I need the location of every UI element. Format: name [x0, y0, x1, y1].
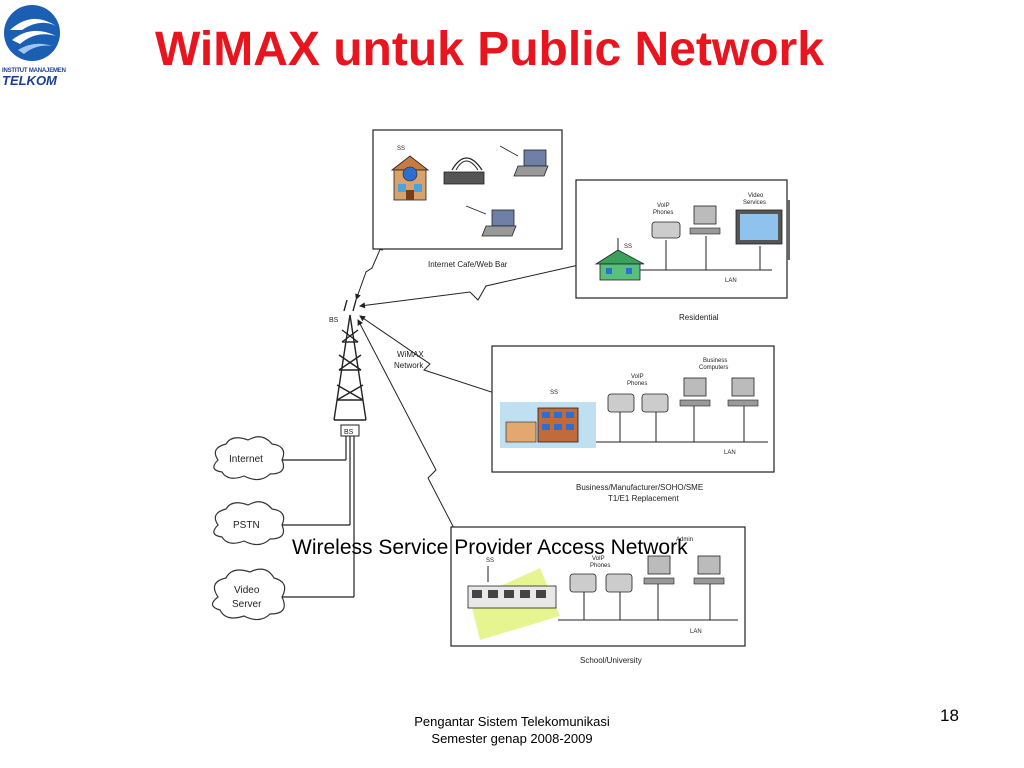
wimax-network-label-1: WiMAX	[397, 350, 424, 359]
pstn-cloud: PSTN	[213, 501, 285, 546]
biz-lan-label: LAN	[724, 450, 736, 456]
school-phone-icons	[569, 573, 633, 593]
school-computer-icons	[643, 555, 725, 585]
biz-caption-1: Business/Manufacturer/SOHO/SME	[576, 483, 703, 492]
res-video-label-1: Video	[748, 193, 764, 199]
telkom-logo: INSTITUT MANAJEMEN TELKOM	[0, 0, 72, 92]
school-caption: School/University	[580, 656, 642, 665]
site-residential: SS VoIP Phones Video Services LA	[575, 179, 790, 322]
biz-building-icon	[500, 402, 596, 448]
slide-footer: Pengantar Sistem Telekomunikasi Semester…	[362, 713, 662, 747]
biz-pc-label-2: Computers	[699, 365, 728, 371]
cafe-laptop-icon-2	[481, 209, 517, 237]
video-label: Video	[234, 585, 260, 596]
biz-lan-lines	[596, 406, 768, 443]
cafe-ss-label: SS	[397, 146, 405, 152]
cafe-links	[465, 145, 519, 215]
internet-label: Internet	[229, 454, 263, 465]
biz-pc-label-1: Business	[703, 358, 727, 364]
cafe-building-icon	[390, 155, 430, 201]
logo-institute-text: INSTITUT MANAJEMEN	[2, 68, 66, 74]
cafe-router-icon	[443, 157, 485, 185]
biz-voip-label-2: Phones	[627, 381, 647, 387]
bs-base-label: BS	[344, 429, 354, 436]
bs-tower	[333, 299, 367, 421]
cafe-caption: Internet Cafe/Web Bar	[428, 260, 508, 269]
res-video-label-2: Services	[743, 200, 766, 206]
res-computer-icon	[689, 205, 721, 235]
res-lan-lines	[640, 236, 772, 271]
server-label: Server	[232, 599, 262, 610]
res-voip-label-2: Phones	[653, 210, 673, 216]
res-phone-icon	[651, 221, 681, 239]
res-voip-label-1: VoIP	[657, 203, 670, 209]
video-server-cloud: Video Server	[211, 568, 286, 621]
site-business: SS VoIP Phones Business Computers	[491, 345, 775, 503]
biz-phone-icons	[607, 393, 669, 413]
res-ss-label: SS	[624, 244, 632, 250]
pstn-label: PSTN	[233, 520, 260, 531]
site-school: SS VoIP Phones Admin	[450, 526, 746, 665]
res-house-icon	[594, 238, 645, 281]
site-internet-cafe: SS Internet Cafe/Web Bar	[372, 129, 563, 269]
res-lan-label: LAN	[725, 278, 737, 284]
school-ss-label: SS	[486, 558, 494, 564]
res-caption: Residential	[679, 313, 719, 322]
school-building-icon	[467, 566, 560, 640]
slide-title: WiMAX untuk Public Network	[155, 23, 824, 76]
footer-semester: Semester genap 2008-2009	[431, 731, 593, 746]
internet-cloud: Internet	[213, 436, 285, 481]
school-lan-lines	[558, 584, 738, 621]
school-lan-label: LAN	[690, 629, 702, 635]
school-voip-label-1: VoIP	[592, 556, 605, 562]
res-tv-icon	[735, 209, 783, 245]
biz-voip-label-1: VoIP	[631, 374, 644, 380]
diagram-caption: Wireless Service Provider Access Network	[292, 536, 688, 559]
telkom-logo-icon	[4, 5, 60, 61]
logo-telkom-text: TELKOM	[2, 73, 57, 88]
biz-caption-2: T1/E1 Replacement	[608, 494, 679, 503]
cafe-laptop-icon-1	[513, 149, 549, 177]
footer-course: Pengantar Sistem Telekomunikasi	[414, 714, 610, 729]
tower-bs-label: BS	[329, 317, 339, 324]
biz-computer-icons	[679, 377, 759, 407]
biz-ss-label: SS	[550, 390, 558, 396]
school-voip-label-2: Phones	[590, 563, 610, 569]
school-pc-label: Admin	[676, 537, 693, 543]
backhaul-links	[282, 436, 355, 598]
wimax-network-label-2: Network	[394, 361, 424, 370]
page-number: 18	[940, 706, 959, 725]
